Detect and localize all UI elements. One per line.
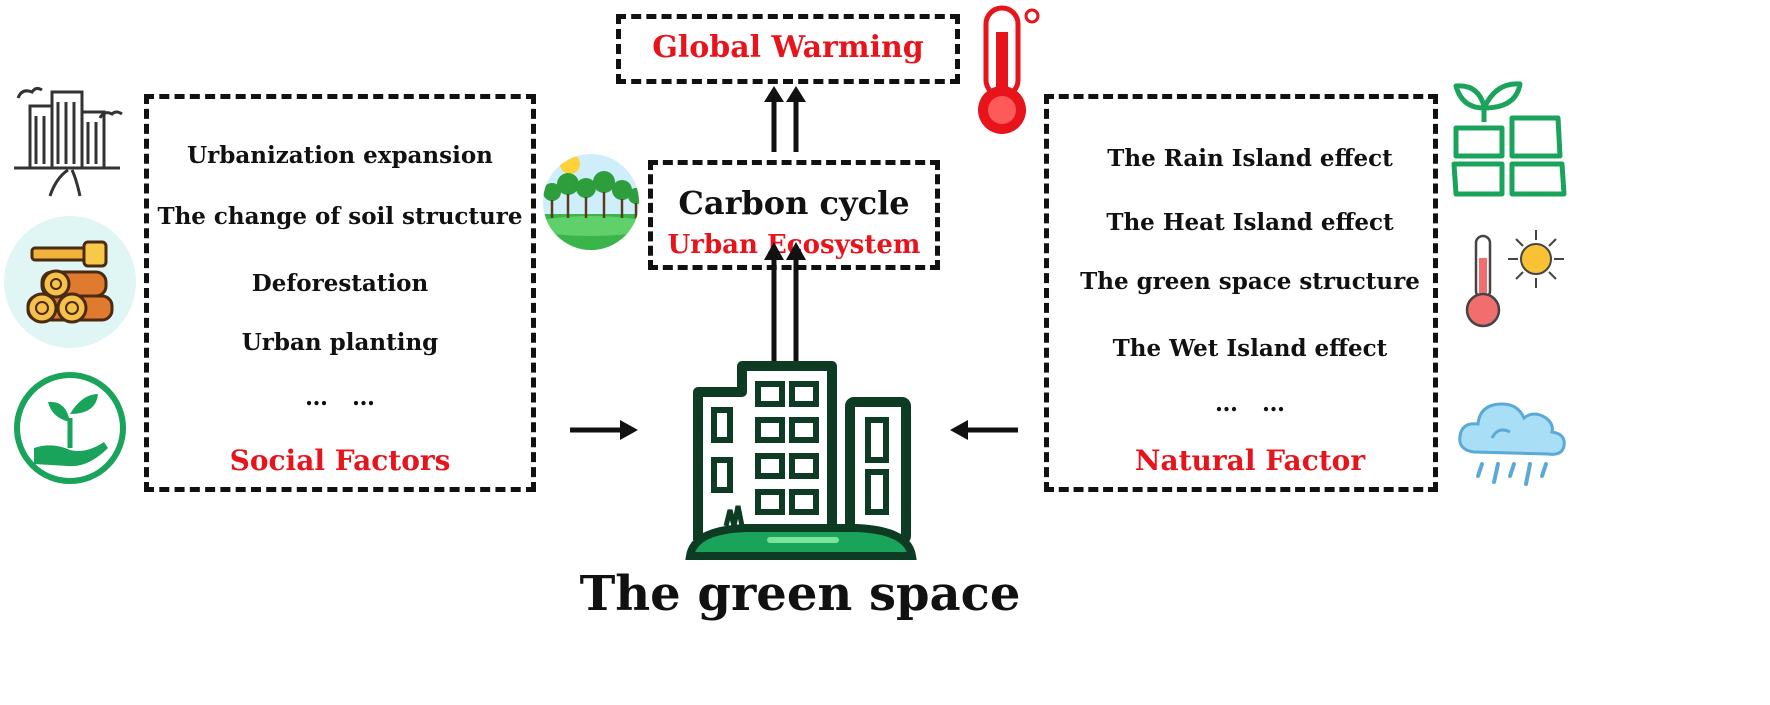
natural-item-3: The green space structure — [1080, 268, 1420, 295]
double-arrow-up-top — [764, 86, 806, 152]
natural-item-1: The Rain Island effect — [1107, 145, 1393, 172]
global-warming-title: Global Warming — [652, 30, 924, 65]
social-item-3: Deforestation — [251, 270, 429, 297]
city-buildings-icon — [14, 86, 123, 197]
social-item-2: The change of soil structure — [157, 203, 523, 230]
natural-item-2: The Heat Island effect — [1106, 209, 1394, 236]
social-factors-title: Social Factors — [229, 444, 451, 477]
thermometer-sun-icon — [1465, 230, 1564, 328]
hand-sprout-icon — [14, 372, 126, 484]
rain-cloud-icon — [1458, 402, 1566, 486]
green-space-label: The green space — [579, 566, 1021, 622]
logging-chainsaw-icon — [4, 216, 136, 348]
thermometer-icon — [978, 5, 1040, 134]
double-arrow-up-middle — [764, 242, 806, 364]
natural-item-4: The Wet Island effect — [1112, 335, 1388, 362]
global-warming-box — [616, 14, 960, 84]
carbon-cycle-label: Carbon cycle — [678, 184, 910, 222]
arrow-left-right-side — [950, 420, 1018, 440]
plant-grid-icon — [1451, 81, 1567, 197]
social-item-1: Urbanization expansion — [187, 142, 493, 169]
natural-ellipsis: … … — [1214, 390, 1286, 417]
social-factors-box — [144, 94, 536, 492]
green-building-icon — [685, 361, 917, 560]
social-ellipsis: … … — [304, 384, 376, 411]
natural-factor-title: Natural Factor — [1134, 444, 1366, 477]
arrow-right-left-side — [570, 420, 638, 440]
social-item-4: Urban planting — [241, 329, 439, 356]
forest-globe-icon — [543, 154, 639, 250]
natural-factor-box — [1044, 94, 1438, 492]
